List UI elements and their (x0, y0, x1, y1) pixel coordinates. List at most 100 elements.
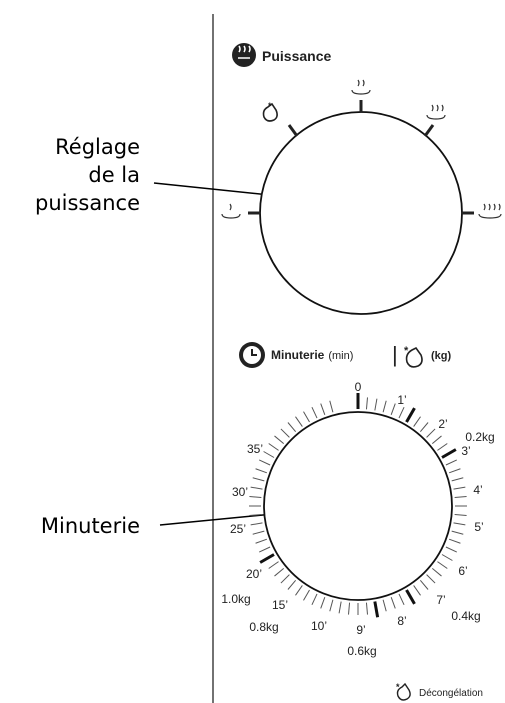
minor-tick (329, 599, 334, 612)
minor-tick (329, 400, 334, 413)
timer-unit-min: (min) (328, 350, 353, 362)
minor-tick (365, 602, 368, 615)
minute-label-5: 5’ (474, 520, 483, 534)
minor-tick (311, 407, 318, 419)
minute-label-1: 1’ (397, 393, 406, 407)
weight-label-1.0kg: 1.0kg (221, 592, 250, 606)
weight-labels: 0.2kg 0.4kg 0.6kg 0.8kg 1.0kg (221, 430, 494, 658)
minor-tick (453, 486, 466, 490)
callout-line-2: de la (88, 163, 140, 187)
medium-power-icon (351, 79, 371, 95)
major-tick (405, 589, 416, 605)
power-knob[interactable] (259, 111, 463, 315)
minor-tick (451, 530, 464, 535)
minor-tick (431, 435, 442, 445)
medium-high-power-icon (426, 104, 446, 120)
minor-tick (287, 422, 297, 433)
weight-label-0.4kg: 0.4kg (451, 609, 480, 623)
minor-tick (448, 468, 461, 474)
defrost-legend-label: Décongélation (419, 688, 483, 699)
minute-label-3: 3’ (461, 444, 470, 458)
minor-tick (280, 428, 290, 438)
minor-tick (287, 579, 297, 590)
unit-separator: | (392, 342, 398, 367)
timer-callout: Minuterie (0, 512, 140, 540)
minute-label-9: 9’ (356, 623, 365, 637)
minor-tick (250, 486, 263, 490)
minute-label-7: 7’ (436, 593, 445, 607)
minor-tick (454, 496, 467, 499)
weight-label-0.6kg: 0.6kg (347, 644, 376, 658)
minor-tick (252, 477, 265, 482)
timer-header: Minuterie(min) | * (kg) (239, 342, 452, 368)
minor-tick (445, 459, 457, 466)
svg-text:*: * (268, 101, 272, 111)
minor-tick (303, 411, 310, 423)
minor-tick (249, 496, 262, 499)
callout-line-3: puissance (35, 191, 140, 215)
minute-label-25: 25’ (230, 522, 246, 536)
svg-text:*: * (404, 345, 409, 357)
minor-tick (453, 522, 466, 526)
minute-label-4: 4’ (473, 483, 482, 497)
minor-tick (252, 530, 265, 535)
power-title: Puissance (262, 48, 331, 64)
timer-callout-label: Minuterie (40, 514, 140, 538)
minor-tick (426, 574, 436, 584)
minor-tick (419, 422, 429, 433)
minute-label-20: 20’ (246, 567, 262, 581)
minor-tick (303, 589, 310, 601)
minute-label-15: 15’ (272, 598, 288, 612)
weight-label-0.2kg: 0.2kg (465, 430, 494, 444)
minor-tick (413, 585, 421, 596)
minor-tick (268, 561, 279, 569)
minute-label-6: 6’ (458, 564, 467, 578)
minor-tick (249, 513, 262, 516)
minute-labels: 0 1’ 2’ 3’ 4’ 5’ 6’ 7’ 8’ 9’ 10’ 15’ 20’… (230, 380, 484, 637)
power-setting-callout: Réglage de la puissance (0, 133, 140, 217)
minor-tick (320, 403, 326, 416)
minor-tick (413, 416, 421, 427)
minor-tick (437, 561, 448, 569)
minor-tick (448, 538, 461, 544)
minor-tick (348, 602, 351, 615)
minor-tick (274, 567, 285, 577)
weight-label-0.8kg: 0.8kg (249, 620, 278, 634)
major-tick (405, 407, 416, 423)
minute-label-2: 2’ (438, 417, 447, 431)
timer-title: Minuterie (271, 348, 325, 362)
minor-tick (259, 459, 271, 466)
minor-tick (263, 451, 275, 458)
minor-tick (451, 477, 464, 482)
minor-tick (259, 546, 271, 553)
minor-tick (295, 416, 303, 427)
major-tick (373, 601, 380, 618)
minor-tick (445, 546, 457, 553)
power-level-icons (221, 79, 502, 219)
major-tick (259, 553, 275, 564)
minor-tick (398, 407, 405, 419)
power-header: Puissance (232, 43, 331, 67)
minor-tick (390, 403, 396, 416)
timer-title-group: Minuterie(min) (271, 348, 353, 362)
callout-line-1: Réglage (55, 135, 140, 159)
minor-tick (268, 443, 279, 451)
minute-label-0: 0 (355, 380, 362, 394)
major-tick (441, 448, 457, 459)
minor-tick (250, 522, 263, 526)
minor-tick (338, 601, 342, 614)
power-ticks (248, 100, 474, 215)
minor-tick (274, 435, 285, 445)
minor-tick (365, 397, 368, 410)
minor-tick (374, 398, 378, 411)
timer-knob[interactable] (263, 411, 453, 601)
minor-tick (382, 400, 387, 413)
minor-tick (426, 428, 436, 438)
minor-tick (454, 513, 467, 516)
minor-tick (311, 593, 318, 605)
timer-ticks (249, 393, 467, 618)
high-power-icon (478, 203, 502, 219)
minor-tick (390, 596, 396, 609)
minor-tick (398, 593, 405, 605)
